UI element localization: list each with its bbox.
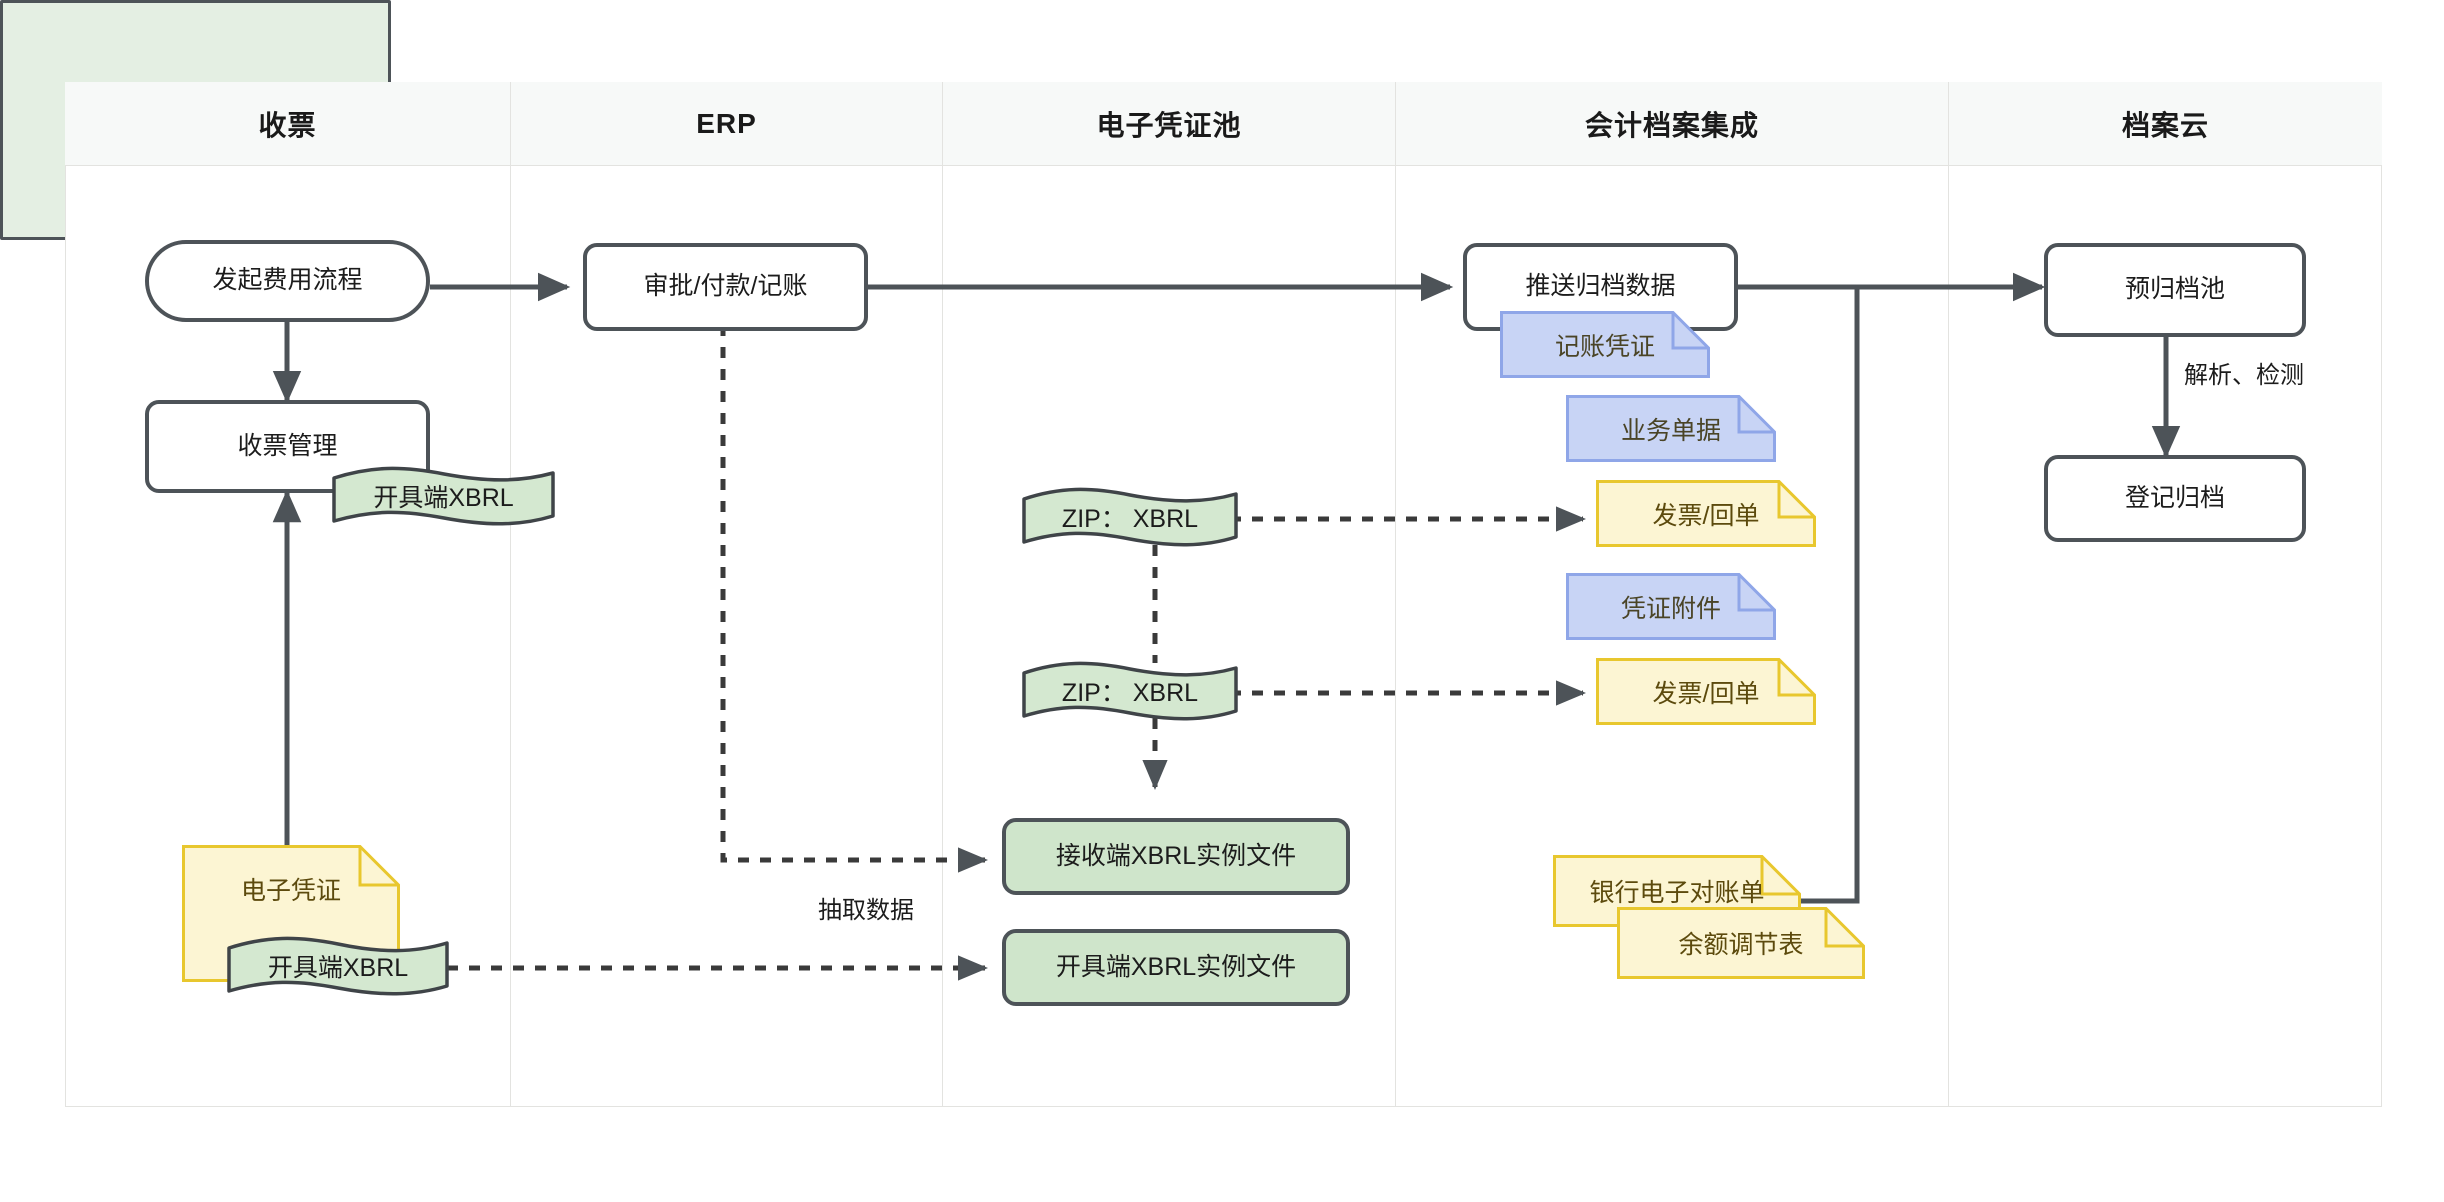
lane-title-archive-integration: 会计档案集成: [1584, 110, 1759, 141]
note-invoice-receipt-1[interactable]: 发票/回单: [1596, 480, 1816, 547]
lane-title-archive-cloud: 档案云: [2121, 110, 2209, 141]
node-label: 审批/付款/记账: [643, 272, 808, 301]
node-label: 发起费用流程: [212, 266, 363, 295]
swimlane-header-band: [65, 82, 2382, 166]
note-label: 凭证附件: [1620, 594, 1721, 623]
node-label: 开具端XBRL实例文件: [1055, 952, 1297, 981]
node-register-archive[interactable]: 登记归档: [2044, 455, 2306, 542]
node-erp-approve-pay-book[interactable]: 审批/付款/记账: [583, 243, 868, 331]
note-label: 发票/回单: [1652, 679, 1760, 708]
note-label: 电子凭证: [240, 877, 341, 905]
note-invoice-receipt-2[interactable]: 发票/回单: [1596, 658, 1816, 725]
lane-title-voucher-pool: 电子凭证池: [1096, 110, 1242, 141]
tape-label: ZIP： XBRL: [1061, 505, 1199, 533]
node-label: 预归档池: [2124, 275, 2225, 304]
note-accounting-voucher[interactable]: 记账凭证: [1500, 311, 1710, 378]
node-label: 接收端XBRL实例文件: [1055, 841, 1297, 870]
lane-divider-4: [1948, 82, 1949, 1107]
lane-title-shoupiao: 收票: [258, 110, 317, 141]
edge-label-extract-data: 抽取数据: [818, 897, 914, 924]
note-label: 业务单据: [1620, 416, 1721, 445]
edge-erp-extract-to-receiver-xbrl: [720, 325, 988, 873]
note-label: 银行电子对账单: [1589, 879, 1765, 907]
note-label: 记账凭证: [1554, 332, 1655, 361]
node-label: 推送归档数据: [1525, 272, 1676, 301]
node-issuer-xbrl-instance-file[interactable]: 开具端XBRL实例文件: [1002, 929, 1350, 1006]
node-start-expense-process[interactable]: 发起费用流程: [145, 240, 430, 322]
node-label: 登记归档: [2124, 483, 2225, 512]
note-label: 余额调节表: [1678, 931, 1804, 959]
tape-issuer-xbrl-2[interactable]: 开具端XBRL: [227, 935, 449, 999]
tape-label: 开具端XBRL: [373, 484, 514, 512]
tape-label: ZIP： XBRL: [1061, 679, 1199, 707]
edge-label-parse-detect: 解析、检测: [2184, 362, 2304, 389]
note-business-document[interactable]: 业务单据: [1566, 395, 1776, 462]
tape-label: 开具端XBRL: [267, 954, 409, 982]
lane-divider-1: [510, 82, 511, 1107]
node-receiver-xbrl-instance-file[interactable]: 接收端XBRL实例文件: [1002, 818, 1350, 895]
lane-divider-3: [1395, 82, 1396, 1107]
tape-zip-xbrl-2[interactable]: ZIP： XBRL: [1022, 661, 1238, 723]
tape-zip-xbrl-1[interactable]: ZIP： XBRL: [1022, 487, 1238, 549]
note-voucher-attachment[interactable]: 凭证附件: [1566, 573, 1776, 640]
note-label: 发票/回单: [1652, 501, 1760, 530]
node-pre-archive-pool[interactable]: 预归档池: [2044, 243, 2306, 337]
lane-divider-2: [942, 82, 943, 1107]
lane-title-erp: ERP: [696, 108, 757, 139]
tape-issuer-xbrl-1[interactable]: 开具端XBRL: [332, 466, 555, 528]
note-balance-reconciliation-sheet[interactable]: 余额调节表: [1617, 907, 1865, 979]
node-label: 收票管理: [237, 431, 338, 460]
